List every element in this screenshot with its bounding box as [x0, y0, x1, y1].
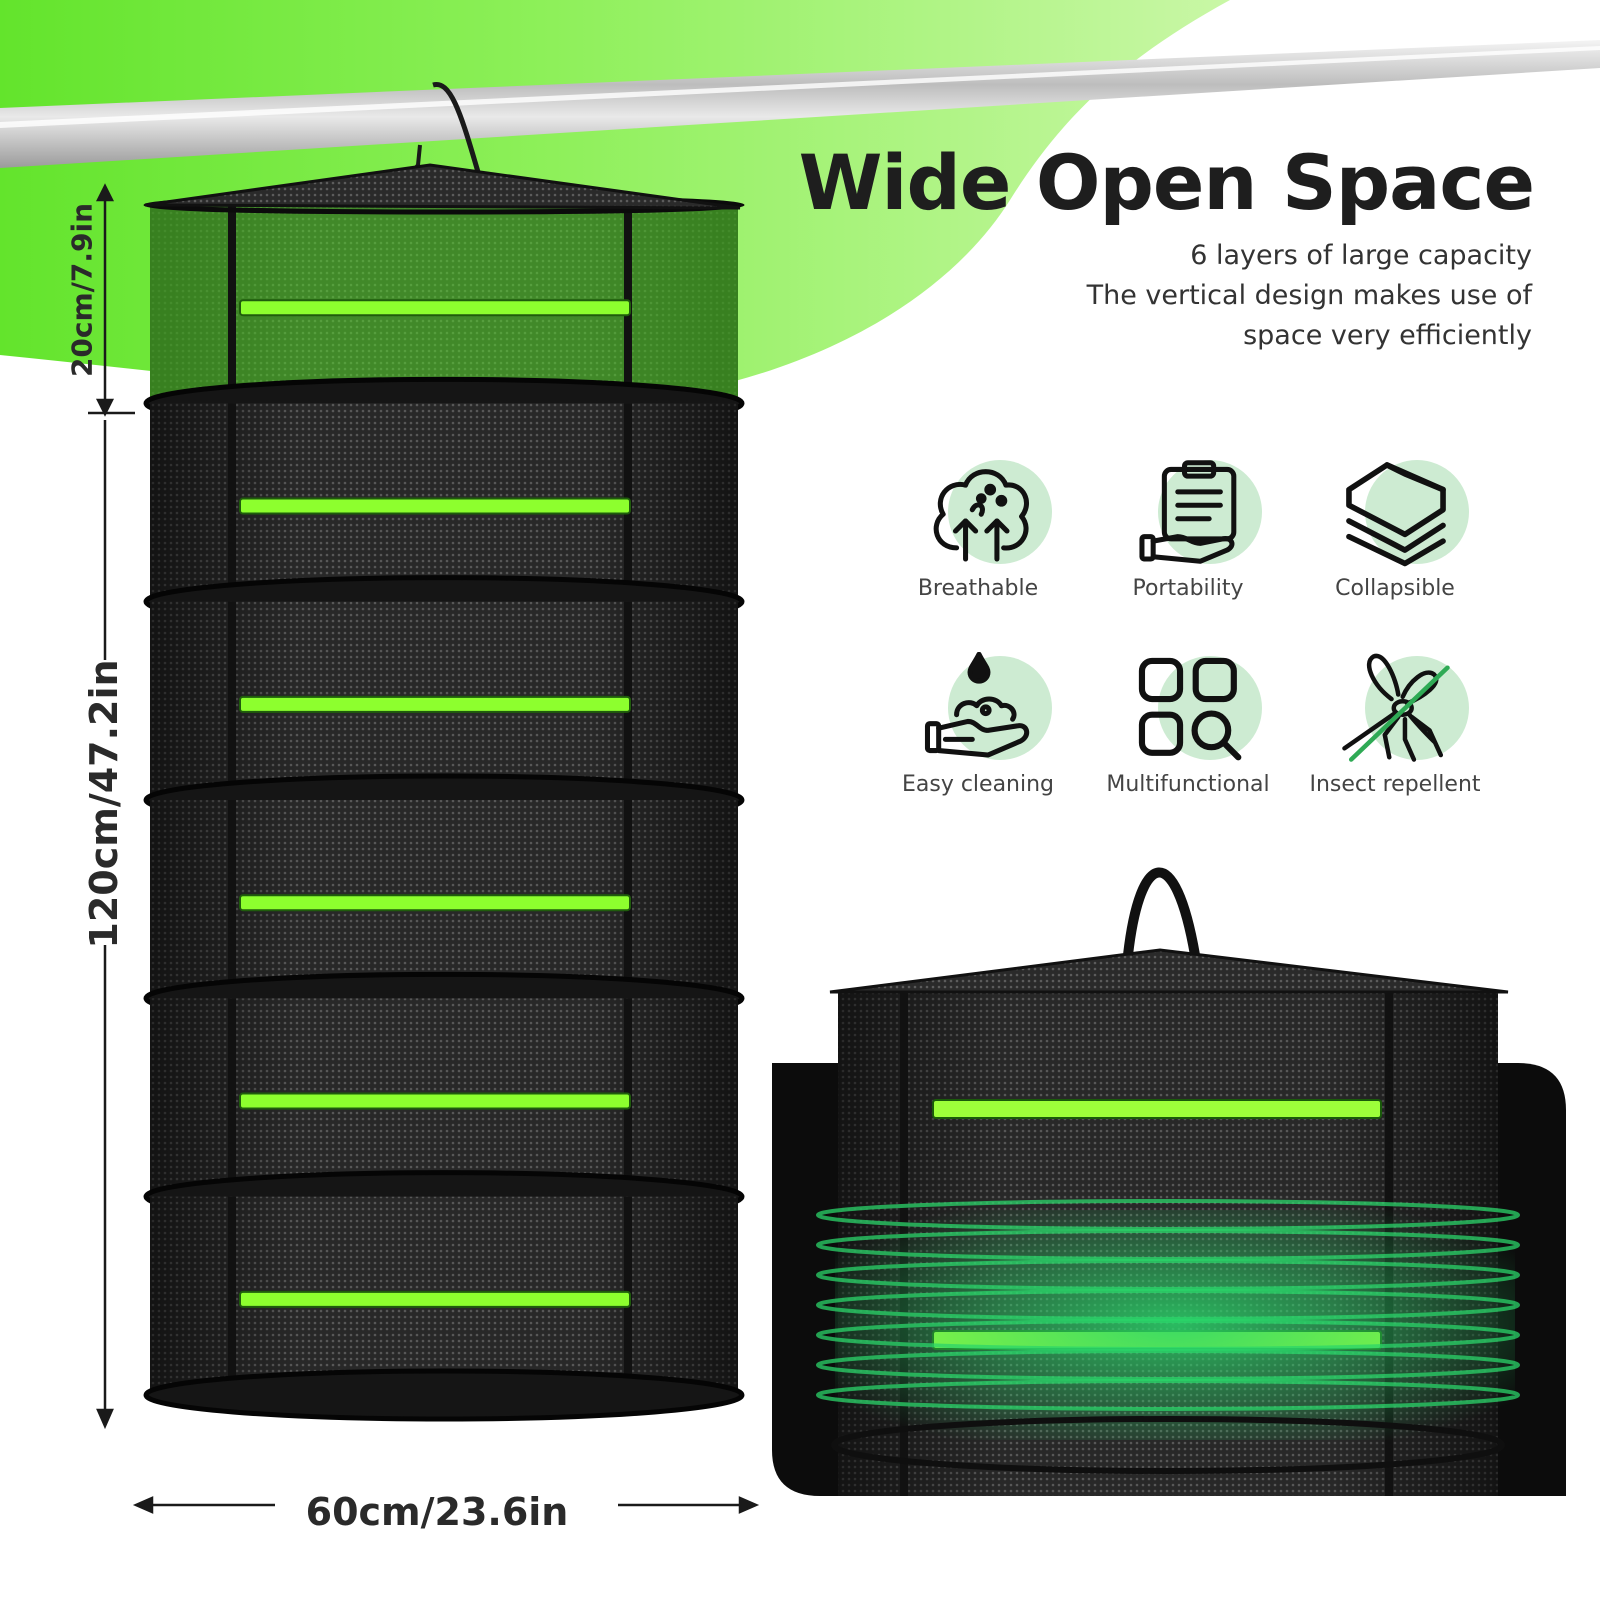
feature-label: Breathable [917, 576, 1039, 601]
motion-ring [816, 1379, 1520, 1411]
tier-seam-left [228, 205, 236, 404]
tier-seam-left [228, 800, 236, 999]
rack-top-cone [144, 163, 741, 210]
closeup-bottom-ring [831, 1416, 1505, 1474]
tier-zipper [239, 497, 631, 515]
diameter-label: 60cm/23.6in [305, 1490, 569, 1534]
feature-label: Multifunctional [1106, 772, 1270, 797]
closeup-handle [1123, 867, 1200, 956]
subtitle-line-2: The vertical design makes use of [1086, 280, 1532, 311]
tier-seam-left [228, 1196, 236, 1395]
tier-zipper [239, 894, 631, 912]
tier-seam-left [228, 998, 236, 1197]
tree-airflow-icon [933, 469, 1029, 562]
closeup-zipper-top [932, 1099, 1382, 1119]
grid-search-icon [1138, 657, 1242, 761]
tier-ring [143, 1368, 745, 1422]
total-height-label: 120cm/47.2in [82, 659, 126, 949]
tier-seam-left [228, 403, 236, 602]
tier-zipper [239, 1092, 631, 1110]
stacked-layers-icon [1346, 462, 1446, 567]
layer-height-label: 20cm/7.9in [65, 202, 99, 378]
rack-hook [432, 82, 481, 173]
tier-zipper [239, 299, 631, 317]
tier-seam-left [228, 601, 236, 800]
subtitle-line-3: space very efficiently [1243, 320, 1532, 351]
icon-disk [1365, 656, 1469, 760]
clipboard-hand-icon [1139, 460, 1237, 564]
collapse-motion-rings [816, 1199, 1520, 1411]
feature-label: Insect repellent [1309, 772, 1481, 797]
pole-highlight [0, 46, 1600, 128]
feature-label: Collapsible [1335, 576, 1455, 601]
page-title: Wide Open Space [798, 138, 1535, 227]
tier-zipper [239, 1290, 631, 1308]
subtitle-line-1: 6 layers of large capacity [1190, 240, 1532, 271]
no-mosquito-icon [1342, 653, 1450, 762]
feature-label: Portability [1132, 576, 1244, 601]
icon-disk [948, 656, 1052, 760]
hanging-pole [0, 40, 1600, 168]
feature-label: Easy cleaning [901, 772, 1055, 797]
closeup-top-cone [829, 948, 1509, 994]
tier-zipper [239, 695, 631, 713]
hand-wash-icon [924, 652, 1030, 758]
icon-disk [1158, 656, 1262, 760]
